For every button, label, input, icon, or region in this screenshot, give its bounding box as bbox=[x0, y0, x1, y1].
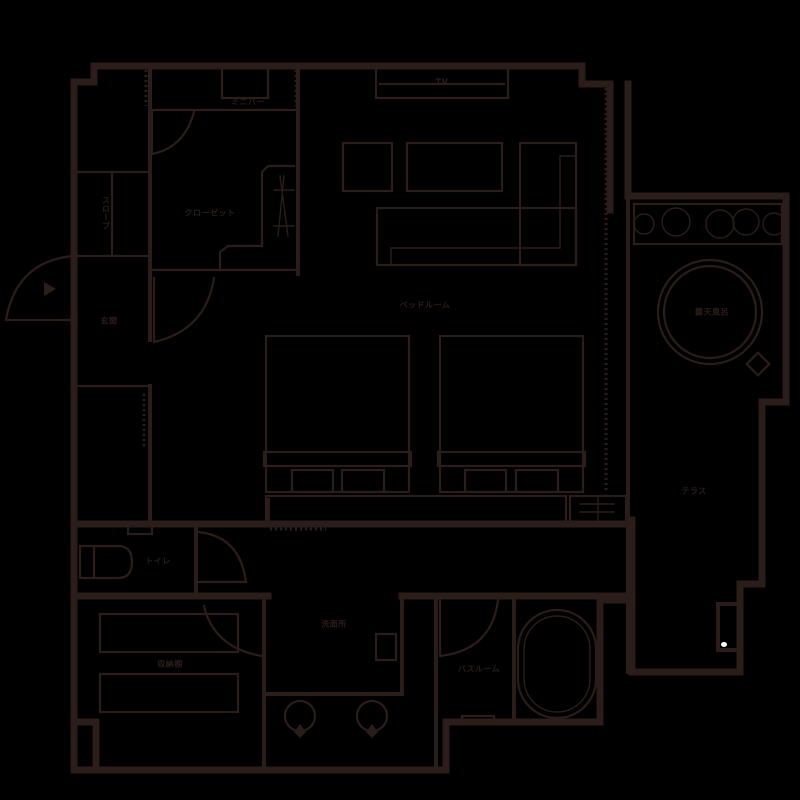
label-bathroom: バスルーム bbox=[457, 664, 501, 674]
label-closet: クローゼット bbox=[184, 208, 236, 218]
label-bedroom: ベッドルーム bbox=[399, 300, 451, 310]
interior-walls bbox=[70, 64, 762, 772]
label-slope: スロープ bbox=[101, 196, 111, 230]
label-toilet: トイレ bbox=[145, 556, 171, 566]
label-minibar: ミニバー bbox=[231, 97, 265, 107]
curtains bbox=[142, 70, 636, 650]
terrace-features bbox=[632, 202, 786, 377]
label-tv: TV bbox=[435, 77, 449, 87]
marker-dot bbox=[721, 642, 727, 647]
label-storage: 収納棚 bbox=[157, 659, 183, 669]
label-open-air-bath: 露天風呂 bbox=[695, 307, 729, 317]
doors bbox=[4, 110, 500, 658]
label-washroom: 洗面所 bbox=[321, 619, 347, 629]
label-terrace: テラス bbox=[681, 486, 707, 496]
label-entrance: 玄関 bbox=[100, 316, 118, 326]
outer-walls bbox=[70, 62, 790, 774]
fixtures bbox=[78, 522, 598, 738]
bedroom-furniture bbox=[262, 141, 628, 524]
